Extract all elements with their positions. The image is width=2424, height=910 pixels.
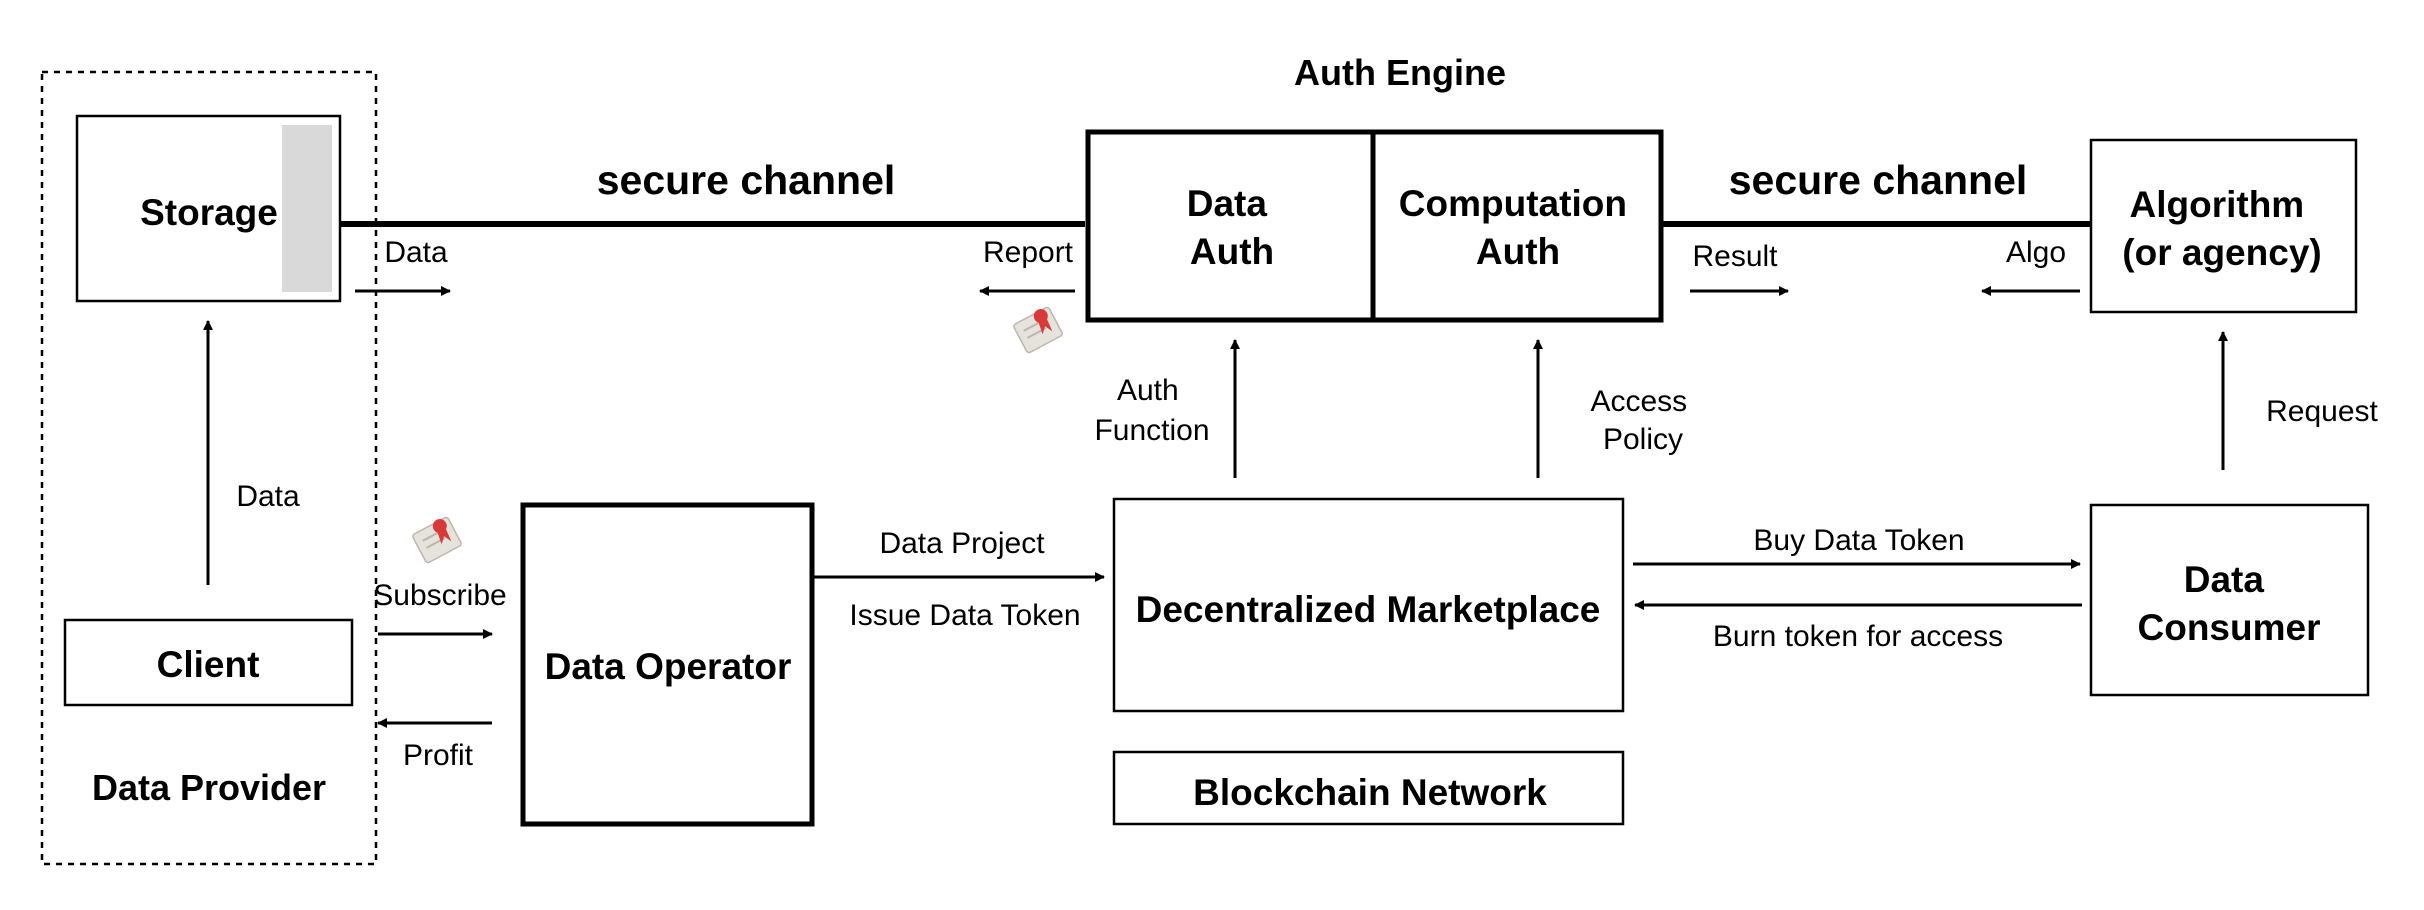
report-label: Report — [983, 236, 1074, 269]
certificate-icon — [412, 516, 462, 564]
auth-function-label: Auth Function — [1094, 374, 1209, 447]
computation-auth-label: Computation Auth — [1399, 183, 1637, 272]
algo-label: Algo — [2006, 236, 2066, 269]
secure-channel-right-label: secure channel — [1729, 157, 2028, 203]
certificate-icon — [1013, 306, 1063, 354]
data-consumer-label: Data Consumer — [2138, 559, 2321, 648]
result-label: Result — [1692, 240, 1778, 273]
request-label: Request — [2266, 395, 2378, 428]
client-box: Client — [63, 618, 354, 707]
client-label: Client — [157, 644, 260, 685]
secure-channel-left-label: secure channel — [597, 157, 896, 203]
data-provider-title: Data Provider — [92, 767, 326, 808]
data-auth-label: Data Auth — [1187, 183, 1277, 272]
data-operator-box: Data Operator — [520, 502, 815, 827]
profit-label: Profit — [403, 739, 474, 772]
marketplace-label: Decentralized Marketplace — [1136, 589, 1601, 630]
access-policy-label: Access Policy — [1590, 385, 1695, 456]
blockchain-label: Blockchain Network — [1193, 772, 1547, 813]
data-project-label: Data Project — [879, 527, 1045, 560]
burn-token-label: Burn token for access — [1713, 620, 2003, 653]
auth-engine: Data Auth Computation Auth — [1085, 129, 1664, 323]
issue-data-token-label: Issue Data Token — [849, 599, 1080, 632]
marketplace-box: Decentralized Marketplace — [1112, 497, 1625, 713]
storage-bar — [282, 125, 332, 292]
data-right-label: Data — [384, 236, 448, 269]
storage-box: Storage — [75, 114, 342, 303]
data-operator-label: Data Operator — [545, 646, 792, 687]
data-upload-label: Data — [236, 480, 300, 513]
subscribe-label: Subscribe — [373, 579, 506, 612]
blockchain-box: Blockchain Network — [1112, 750, 1625, 826]
data-consumer-box: Data Consumer — [2089, 503, 2370, 697]
algorithm-box: Algorithm (or agency) — [2089, 138, 2358, 314]
storage-label: Storage — [140, 192, 278, 233]
buy-data-token-label: Buy Data Token — [1753, 524, 1964, 557]
algorithm-label: Algorithm (or agency) — [2122, 184, 2321, 273]
auth-engine-title: Auth Engine — [1294, 52, 1506, 93]
